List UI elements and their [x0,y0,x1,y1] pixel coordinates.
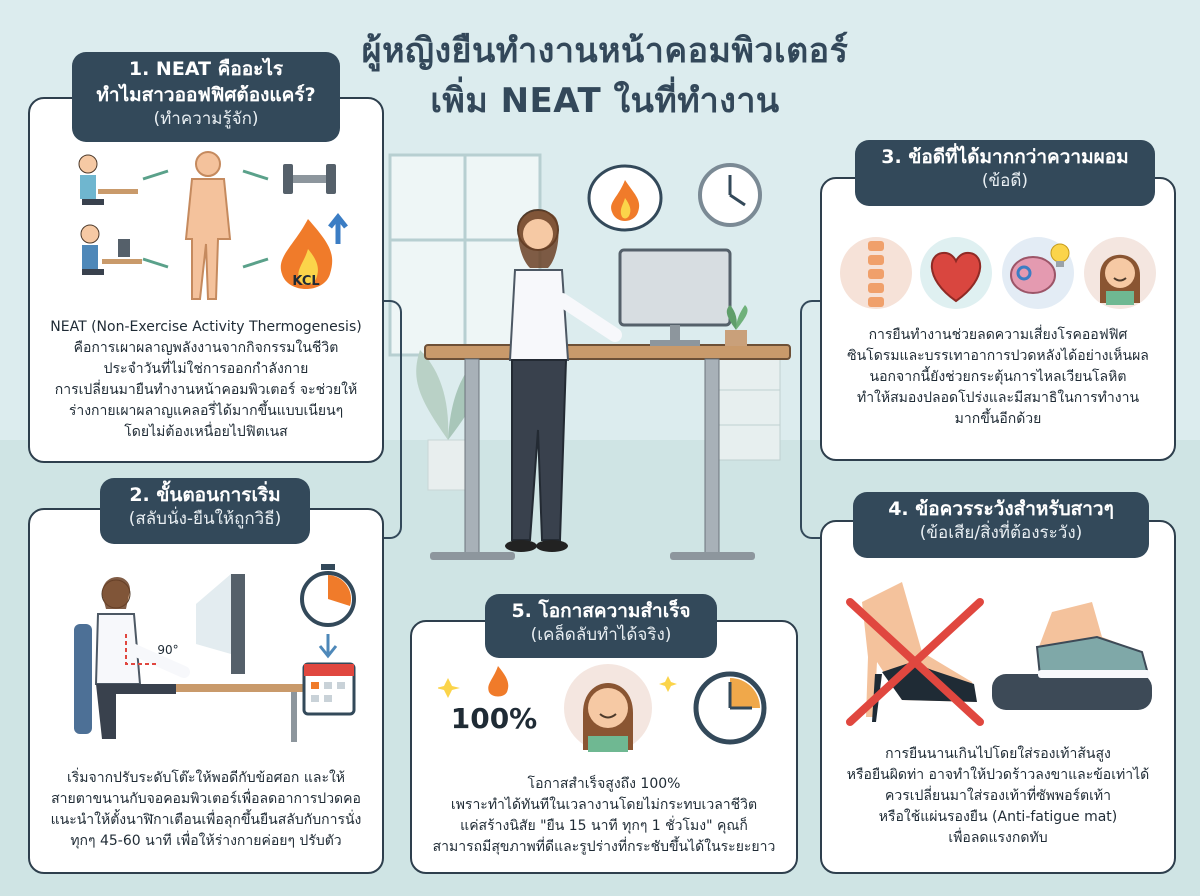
clock-icon [698,163,762,227]
section-1-line: การเปลี่ยนมายืนทำงานหน้าคอมพิวเตอร์ จะช่… [54,382,358,398]
section-1-title: 1. NEAT คืออะไร [128,58,284,80]
section-3-line: ทำให้สมองปลอดโปร่งและมีสมาธิในการทำงาน [856,390,1140,406]
section-4-line: หรือใช้แผ่นรองยืน (Anti-fatigue mat) [878,809,1118,825]
section-4-illustration [846,582,1152,726]
smiling-woman-icon [564,664,652,752]
section-4-line: การยืนนานเกินไปโดยใส่รองเท้าส้นสูง [885,746,1111,762]
lightbulb-icon [1050,243,1070,267]
section-1-text: NEAT (Non-Exercise Activity Thermogenesi… [36,317,376,443]
section-1-line: โดยไม่ต้องเหนื่อยไปฟิตเนส [124,424,288,440]
infographic-title: ผู้หญิงยืนทำงานหน้าคอมพิวเตอร์ เพิ่ม NEA… [260,26,950,126]
section-3-card: การยืนทำงานช่วยลดความเสี่ยงโรคออฟฟิศ ซิน… [820,177,1176,461]
section-1-line: ประจำวันที่ไม่ใช่การออกกำลังกาย [103,361,309,377]
section-4-line: เพื่อลดแรงกดทับ [948,830,1048,846]
title-line-2: เพิ่ม NEAT ในที่ทำงาน [430,81,780,121]
section-1-card: KCL NEAT (Non-Exercise Activity Thermoge… [28,97,384,463]
section-3-subtitle: (ข้อดี) [981,171,1029,191]
heart-icon [920,237,992,309]
section-1-subtitle: (ทำความรู้จัก) [153,109,259,129]
section-4-line: ควรเปลี่ยนมาใส่รองเท้าที่ซัพพอร์ตเท้า [885,788,1111,804]
section-1-line: NEAT (Non-Exercise Activity Thermogenesi… [50,319,362,335]
section-3-title: 3. ข้อดีที่ได้มากกว่าความผอม [881,146,1129,168]
section-5-line: เพราะทำได้ทันทีในเวลางานโดยไม่กระทบเวลาช… [450,797,758,813]
stopwatch-icon [300,564,356,659]
section-2-illustration [74,564,356,742]
section-5-subtitle: (เคล็ดลับทำได้จริง) [530,625,672,645]
section-2-line: ทุกๆ 45-60 นาที เพื่อให้ร่างกายค่อยๆ ปรั… [70,833,342,849]
section-4-title: 4. ข้อควรระวังสำหรับสาวๆ [888,498,1114,520]
spine-icon [840,237,912,309]
section-3-line: นอกจากนี้ยังช่วยกระตุ้นการไหลเวียนโลหิต [869,369,1127,385]
speech-bubble-icon [587,164,663,232]
section-2-subtitle: (สลับนั่ง-ยืนให้ถูกวิธี) [128,509,282,529]
section-2-text: เริ่มจากปรับระดับโต๊ะให้พอดีกับข้อศอก แล… [36,768,376,852]
fire-icon [280,219,333,289]
smiling-woman-icon [1084,237,1156,309]
section-2-heading: 2. ขั้นตอนการเริ่ม (สลับนั่ง-ยืนให้ถูกวิ… [100,478,310,544]
section-5-illustration [438,664,767,752]
section-3-line: การยืนทำงานช่วยลดความเสี่ยงโรคออฟฟิศ [868,327,1128,343]
section-3-line: มากขึ้นอีกด้วย [954,411,1042,427]
section-1-line: ร่างกายเผาผลาญแคลอรี่ได้มากขึ้นแบบเนียนๆ [68,403,344,419]
up-arrow-icon [328,212,348,244]
angle-label: 90° [157,643,179,657]
section-5-line: แค่สร้างนิสัย "ยืน 15 นาที ทุกๆ 1 ชั่วโม… [460,818,748,834]
section-4-line: หรือยืนผิดท่า อาจทำให้ปวดร้าวลงขาและข้อเ… [846,767,1150,783]
section-3-text: การยืนทำงานช่วยลดความเสี่ยงโรคออฟฟิศ ซิน… [828,325,1168,430]
connector-s1 [380,300,402,539]
sneaker-icon [1035,602,1150,678]
center-scene [388,153,791,560]
calendar-icon [302,662,356,716]
section-5-heading: 5. โอกาสความสำเร็จ (เคล็ดลับทำได้จริง) [485,594,717,658]
section-1-line: คือการเผาผลาญพลังงานจากกิจกรรมในชีวิต [73,340,339,356]
fire-icon [488,666,509,697]
body-icon [184,151,232,300]
sparkle-icon [438,676,677,698]
section-1-heading: 1. NEAT คืออะไร ทำไมสาวออฟฟิศต้องแคร์? (… [72,52,340,142]
section-2-line: เริ่มจากปรับระดับโต๊ะให้พอดีกับข้อศอก แล… [66,770,346,786]
connector-s3 [800,300,822,539]
kcal-label: KCL [292,274,320,289]
section-2-card: 90° เริ่มจากปรับระดับโต๊ะให้พอดีกับข้อศอ… [28,508,384,874]
section-5-line: โอกาสสำเร็จสูงถึง 100% [527,776,681,792]
section-5-title: 5. โอกาสความสำเร็จ [511,600,691,622]
section-2-line: แนะนำให้ตั้งนาฬิกาเตือนเพื่อลุกขึ้นยืนสล… [50,812,362,828]
ergonomic-desk-icon [74,574,306,742]
section-3-line: ซินโดรมและบรรเทาอาการปวดหลังได้อย่างเห็น… [847,348,1149,364]
section-5-card: 100% โอกาสสำเร็จสูงถึง 100% เพราะทำได้ทั… [410,620,798,874]
sitting-man-icon [80,224,142,275]
clock-icon [693,671,767,745]
title-line-1: ผู้หญิงยืนทำงานหน้าคอมพิวเตอร์ [361,31,849,71]
sitting-woman-icon [78,154,138,205]
section-1-illustration [78,151,348,300]
section-3-heading: 3. ข้อดีที่ได้มากกว่าความผอม (ข้อดี) [855,140,1155,206]
section-4-card: การยืนนานเกินไปโดยใส่รองเท้าส้นสูง หรือย… [820,520,1176,874]
section-1-title-2: ทำไมสาวออฟฟิศต้องแคร์? [96,84,316,106]
section-4-subtitle: (ข้อเสีย/สิ่งที่ต้องระวัง) [919,523,1083,543]
dumbbell-icon [283,164,336,194]
section-2-title: 2. ขั้นตอนการเริ่ม [129,484,281,506]
section-3-illustration [840,237,1156,309]
cross-icon [846,598,984,726]
section-5-text: โอกาสสำเร็จสูงถึง 100% เพราะทำได้ทันทีใน… [416,774,792,858]
mat-icon [992,674,1152,710]
section-2-line: สายตาขนานกับจอคอมพิวเตอร์เพื่อลดอาการปวด… [51,791,361,807]
section-5-line: สามารถมีสุขภาพที่ดีและรูปร่างที่กระชับขึ… [432,839,776,855]
section-4-heading: 4. ข้อควรระวังสำหรับสาวๆ (ข้อเสีย/สิ่งที… [853,492,1149,558]
section-4-text: การยืนนานเกินไปโดยใส่รองเท้าส้นสูง หรือย… [828,744,1168,849]
percent-label: 100% [450,702,538,735]
